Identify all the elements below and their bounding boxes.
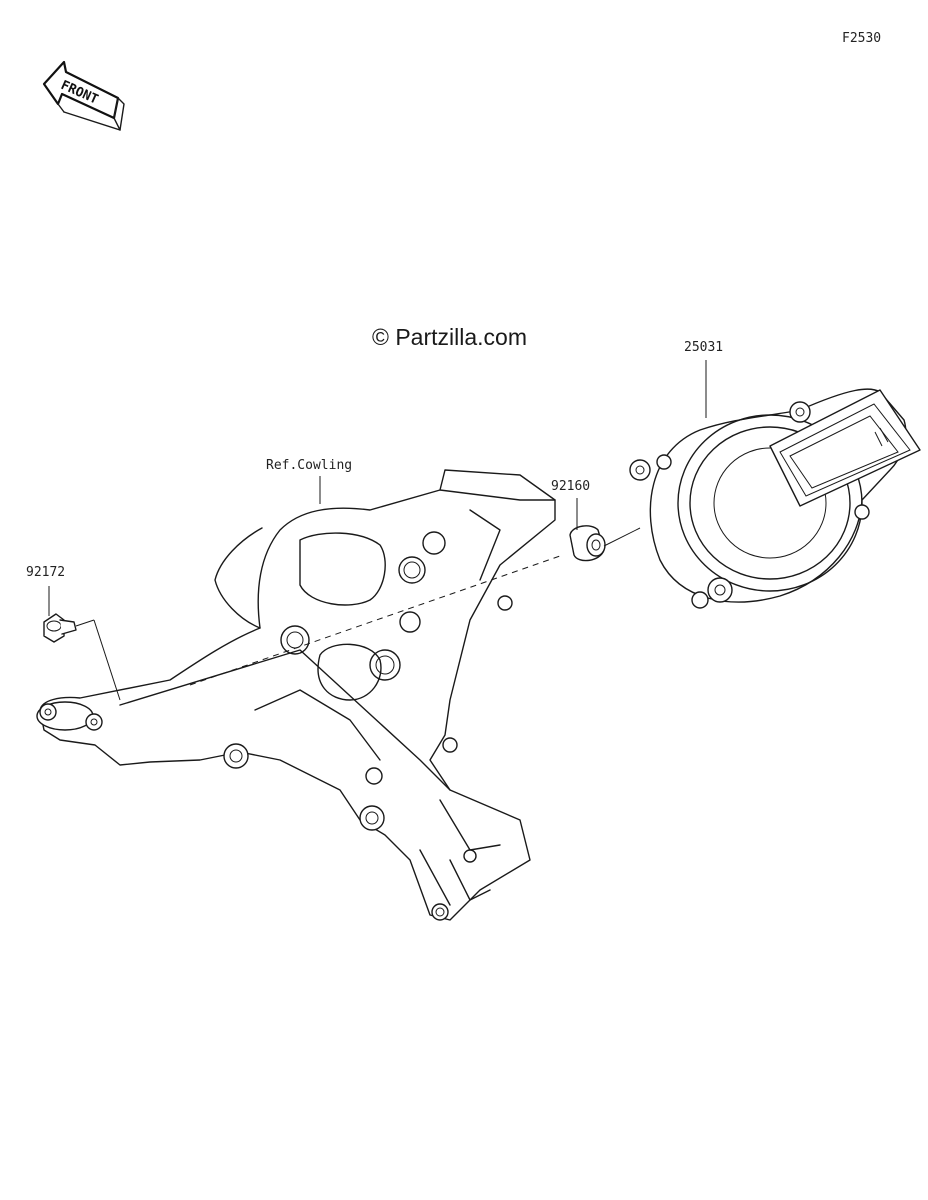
- callout-grommet: 92160: [551, 479, 591, 494]
- meter-bracket: [36, 469, 556, 921]
- callout-meter: 25031: [684, 340, 724, 355]
- figure-code: F2530: [842, 31, 882, 46]
- meter-assembly: [629, 388, 921, 609]
- callout-ref-cowling: Ref.Cowling: [266, 458, 353, 473]
- watermark: © Partzilla.com: [372, 324, 527, 350]
- callout-bolt: 92172: [26, 565, 66, 580]
- front-arrow-icon: FRONT: [42, 60, 125, 131]
- leader-lines: [48, 360, 707, 701]
- grommet: [569, 525, 606, 562]
- bolt: [43, 613, 77, 643]
